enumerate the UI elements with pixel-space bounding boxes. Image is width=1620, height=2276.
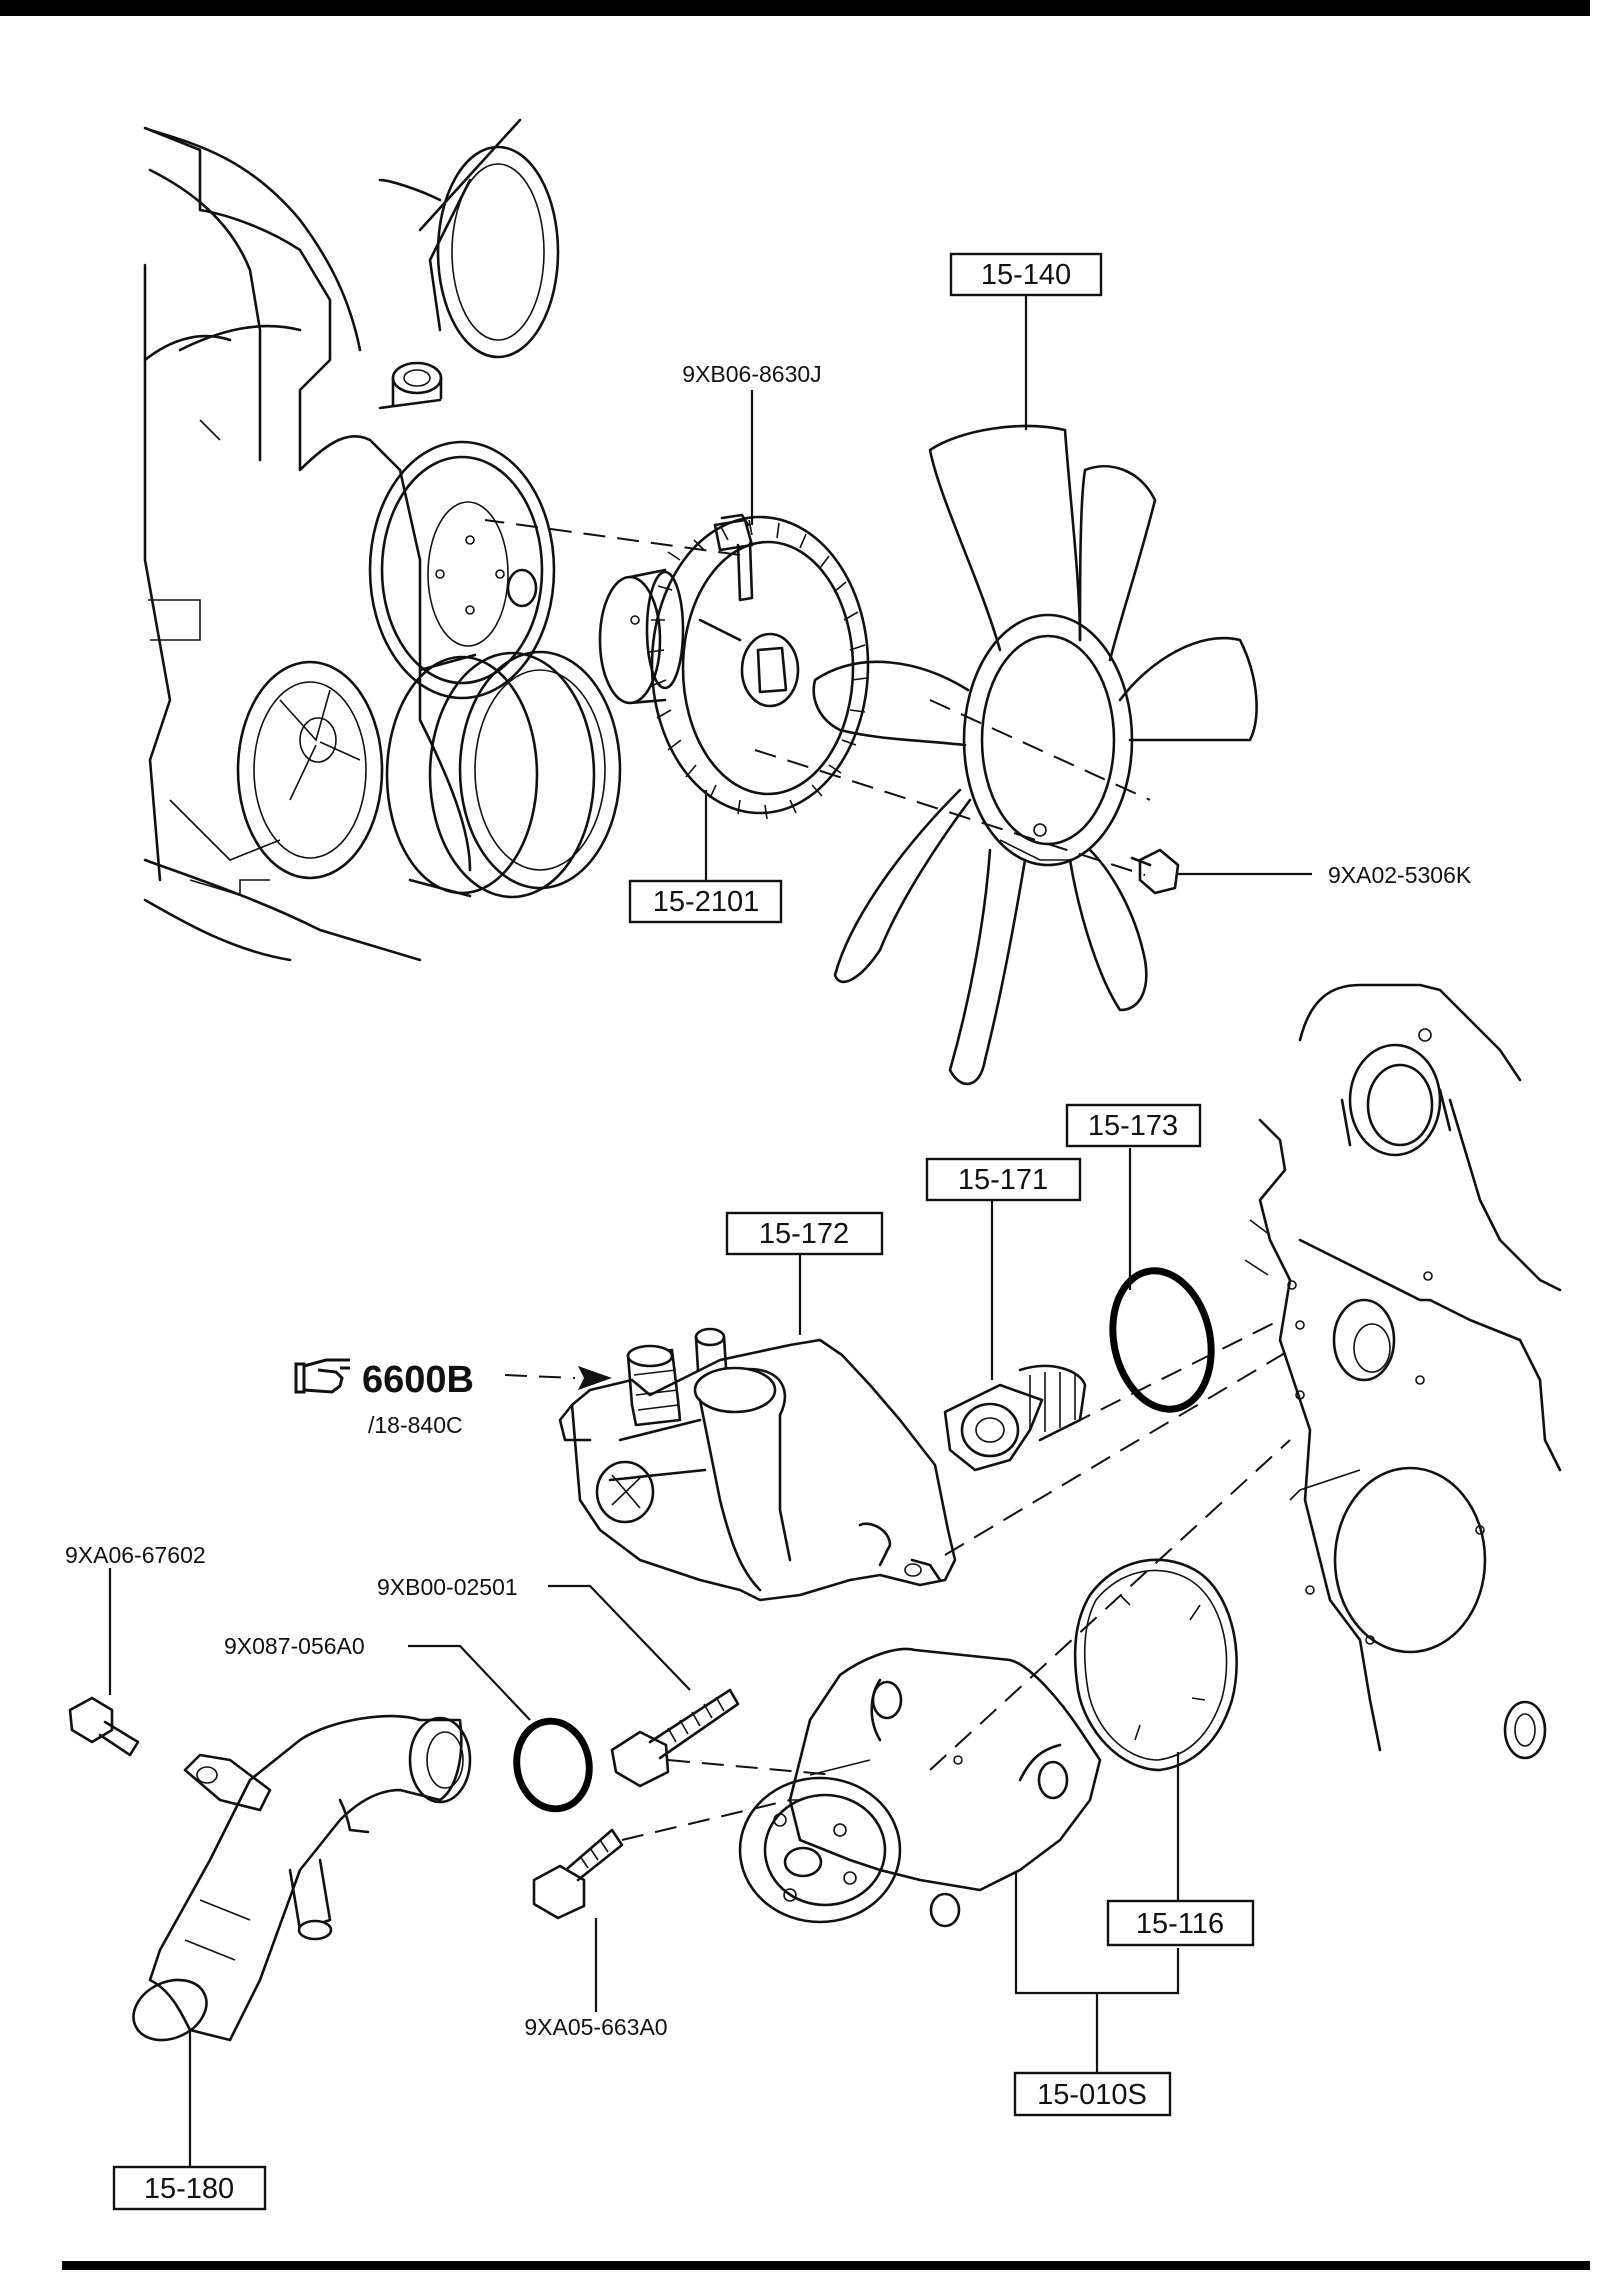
callout-15-180: 15-180: [112, 2165, 267, 2211]
alignment-line-bolt-pulley: [484, 519, 741, 556]
label-9xa02-5306k: 9XA02-5306K: [1328, 862, 1472, 888]
timing-pulley-top: [378, 118, 560, 359]
pump-bolt-long: [610, 1688, 740, 1788]
label-15-172: 15-172: [759, 1218, 849, 1250]
label-6600b: 6600B: [362, 1359, 474, 1401]
label-9xa05-663a0: 9XA05-663A0: [524, 2014, 667, 2040]
fan-bolt: [1130, 848, 1180, 895]
label-15-171: 15-171: [958, 1164, 1048, 1196]
label-9xb06-8630j: 9XB06-8630J: [682, 361, 821, 387]
housing-small-outlet: [694, 1327, 728, 1372]
thermostat-gasket-ring: [1109, 1267, 1215, 1413]
engine-block-outline: [143, 126, 472, 962]
label-9xa06-67602: 9XA06-67602: [65, 1542, 206, 1568]
alignment-line-fan-axis: [929, 699, 1151, 801]
callout-15-2101: 15-2101: [628, 879, 783, 924]
label-15-116: 15-116: [1136, 1908, 1224, 1940]
callout-arrow-6600b: [504, 1366, 612, 1390]
thermostat: [943, 1364, 1087, 1472]
water-inlet-pipe: [132, 1714, 472, 2042]
cooling-fan: [812, 424, 1258, 1086]
callout-15-140: 15-140: [949, 252, 1103, 297]
label-18-840c: /18-840C: [368, 1412, 463, 1438]
callout-15-172: 15-172: [725, 1211, 884, 1256]
lower-pulley: [385, 650, 622, 899]
fan-clutch-bolt: [713, 513, 754, 602]
alignment-line-thermostat-cover: [1039, 1319, 1281, 1441]
inlet-pipe-bolt: [68, 1696, 140, 1757]
water-pump: [738, 1647, 1102, 1928]
upper-inlet-pipe: [378, 361, 443, 410]
inlet-o-ring: [513, 1717, 593, 1813]
engine-front-cover: [1244, 983, 1562, 1760]
label-15-2101: 15-2101: [653, 886, 759, 918]
label-15-173: 15-173: [1088, 1110, 1178, 1142]
alignment-line-pump-cover: [929, 1439, 1291, 1771]
top-rule: [0, 0, 1590, 16]
label-15-140: 15-140: [981, 259, 1071, 291]
alignment-line-bolt-pump: [667, 1759, 836, 1776]
pump-bolt-short: [532, 1828, 624, 1920]
label-9x087-056a0: 9X087-056A0: [224, 1633, 365, 1659]
label-15-010s: 15-010S: [1037, 2079, 1147, 2111]
callout-15-116: 15-116: [1106, 1899, 1255, 1947]
pointing-hand-icon: [294, 1358, 350, 1394]
thermostat-housing: [558, 1338, 957, 1602]
fan-hub-flange: [598, 568, 685, 705]
callout-15-010s: 15-010S: [1013, 2071, 1172, 2117]
idler-pulley: [236, 660, 384, 880]
label-15-180: 15-180: [144, 2173, 234, 2205]
callout-15-173: 15-173: [1065, 1103, 1202, 1148]
alignment-line-clutch-fan: [754, 749, 1146, 876]
label-9xb00-02501: 9XB00-02501: [377, 1574, 518, 1600]
leader-lines: [108, 296, 1312, 2167]
callout-15-171: 15-171: [925, 1157, 1082, 1202]
water-pump-gasket: [1073, 1558, 1238, 1772]
temperature-sensor: [626, 1344, 682, 1427]
crank-pulley: [368, 440, 556, 700]
reference-6600b: 6600B: [294, 1358, 474, 1401]
alignment-line-bolt-short: [621, 1799, 791, 1841]
bottom-rule: [62, 2261, 1590, 2270]
fan-clutch: [648, 515, 870, 820]
